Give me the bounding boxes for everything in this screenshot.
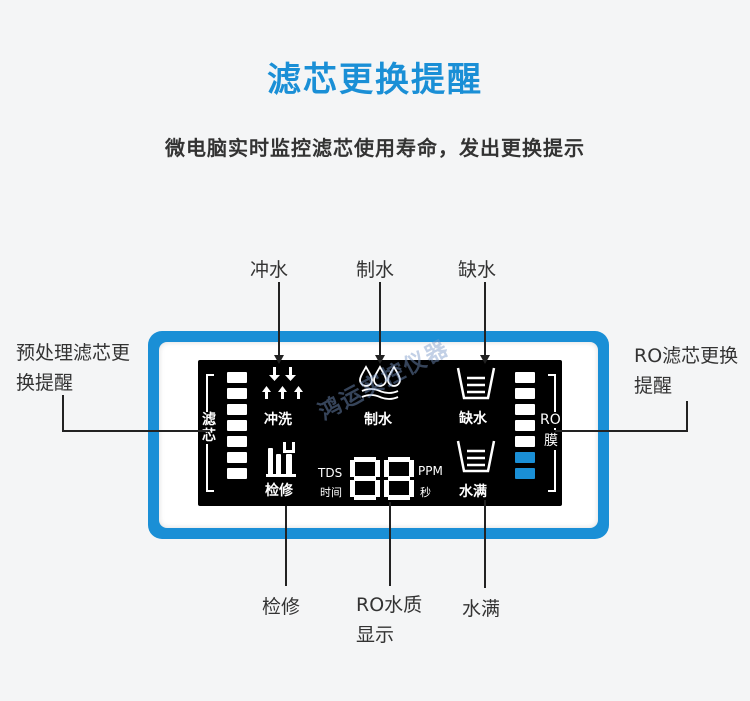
leader-ro-filter-h — [555, 430, 688, 432]
full-cup-icon — [456, 440, 496, 473]
leader-ro-quality — [389, 502, 391, 586]
lcd-flush-label: 冲洗 — [264, 412, 292, 428]
lcd-sec-label: 秒 — [420, 486, 431, 499]
lcd-filter-label: 滤 芯 — [199, 412, 219, 444]
leader-make — [379, 282, 381, 358]
wrench-icon — [266, 442, 296, 477]
lcd-membrane-label: 膜 — [544, 430, 558, 450]
leader-repair — [285, 506, 287, 586]
level-segment — [227, 468, 247, 479]
callout-ro-filter: RO滤芯更换提醒 — [634, 345, 739, 397]
level-segment — [515, 404, 535, 415]
level-segment — [227, 420, 247, 431]
lcd-tds-label: TDS — [318, 466, 343, 480]
leader-pre-filter-h — [62, 430, 210, 432]
callout-repair: 检修 — [262, 596, 301, 618]
leader-pre-filter-v — [62, 395, 64, 431]
leader-lack-arrow — [480, 355, 490, 364]
level-segment — [227, 404, 247, 415]
lcd-time-label: 时间 — [320, 486, 342, 499]
callout-pre-filter: 预处理滤芯更换提醒 — [16, 342, 131, 394]
leader-full — [484, 500, 486, 588]
level-segment — [515, 468, 535, 479]
level-segment — [515, 420, 535, 431]
level-segment — [515, 436, 535, 447]
leader-flush-arrow — [274, 355, 284, 364]
leader-flush — [278, 282, 280, 358]
callout-ro-quality: RO水质显示 — [356, 594, 423, 646]
seven-segment-digits — [350, 457, 414, 500]
leader-lack — [484, 282, 486, 358]
leader-ro-filter-v — [686, 401, 688, 432]
empty-cup-icon — [456, 367, 496, 400]
level-segment — [227, 388, 247, 399]
leader-make-arrow — [375, 355, 385, 364]
level-segment — [227, 436, 247, 447]
page-subtitle: 微电脑实时监控滤芯使用寿命，发出更换提示 — [165, 136, 585, 160]
lcd-full-label: 水满 — [459, 484, 487, 500]
water-drops-icon — [359, 365, 401, 400]
lcd-repair-label: 检修 — [265, 483, 293, 499]
flush-icon — [262, 367, 303, 399]
page-title: 滤芯更换提醒 — [267, 60, 483, 100]
level-segment — [227, 452, 247, 463]
callout-lack-water: 缺水 — [458, 259, 497, 281]
lcd-lack-label: 缺水 — [459, 411, 487, 427]
level-segment — [515, 452, 535, 463]
callout-full-water: 水满 — [462, 598, 501, 620]
level-segment — [515, 388, 535, 399]
callout-make-water: 制水 — [356, 259, 395, 281]
callout-flush: 冲水 — [250, 259, 289, 281]
lcd-make-label: 制水 — [364, 412, 392, 428]
lcd-ro-label: RO — [540, 412, 561, 428]
lcd-ppm-label: PPM — [418, 464, 443, 478]
level-segment — [227, 372, 247, 383]
level-segment — [515, 372, 535, 383]
